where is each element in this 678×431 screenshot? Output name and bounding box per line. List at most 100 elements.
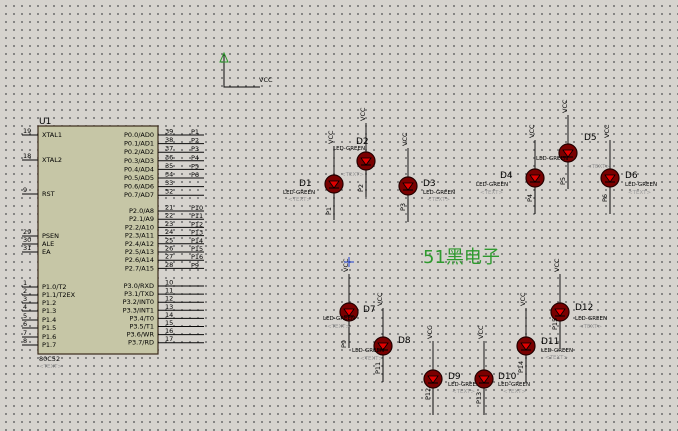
led-type-label: LED-GREEN: [541, 348, 573, 354]
led-vcc-label: VCC: [553, 258, 561, 272]
led-ref-label: D9: [448, 372, 461, 382]
chip-pin-name: P1.3: [42, 307, 56, 315]
led-text-tag: <TEXT>: [628, 190, 651, 196]
chip-pin-name: P1.2: [42, 299, 56, 307]
chip-pin-name: P0.7/AD7: [124, 191, 154, 199]
led-net-label: P5: [559, 177, 567, 185]
led-text-tag: <TEXT>: [579, 324, 602, 330]
led-vcc-label: VCC: [426, 325, 434, 339]
chip-pin-name: P2.0/A8: [129, 207, 154, 215]
net-label: P13: [191, 229, 203, 237]
chip-body[interactable]: [37, 125, 159, 355]
led-diode-icon: [343, 308, 355, 317]
led-diode-icon: [604, 174, 616, 183]
led-net-label: P11: [374, 362, 382, 374]
led-vcc-label: VCC: [401, 132, 409, 146]
net-label: P11: [191, 212, 203, 220]
chip-pin-name: P0.2/AD2: [124, 148, 154, 156]
led-ref-label: D3: [423, 179, 436, 189]
net-label: P1: [191, 128, 199, 136]
chip-pin-number: 2: [23, 287, 27, 295]
chip-pin-name: P1.0/T2: [42, 283, 67, 291]
led-diode-icon: [427, 375, 439, 384]
chip-pin-number: 26: [165, 245, 173, 253]
chip-pin-name: XTAL2: [42, 156, 62, 164]
net-label: P10: [191, 204, 203, 212]
led-type-label: LED-GREEN: [448, 382, 480, 388]
chip-pin-number: 33: [165, 179, 173, 187]
led-type-label: LED-GREEN: [283, 190, 315, 196]
chip-pin-number: 27: [165, 253, 173, 261]
watermark-text: 51黑电子: [423, 247, 500, 268]
led-diode-icon: [402, 182, 414, 191]
chip-pin-name: P2.3/A11: [125, 232, 154, 240]
chip-pin-name: P2.4/A12: [125, 240, 154, 248]
led-type-label: LED-GREEN: [575, 316, 607, 322]
chip-pin-number: 39: [165, 128, 173, 136]
chip-pin-name: P1.5: [42, 324, 56, 332]
led-type-label: LED-GREEN: [352, 348, 384, 354]
chip-pin-number: 23: [165, 220, 173, 228]
led-diode-icon: [554, 308, 566, 317]
led-net-label: P13: [475, 392, 483, 404]
chip-pin-name: P2.2/A10: [125, 223, 154, 231]
chip-pin-name: P1.6: [42, 333, 56, 341]
led-net-label: P12: [424, 388, 432, 400]
chip-pin-number: 16: [165, 327, 173, 335]
led-ref-label: D1: [299, 179, 312, 189]
led-ref-label: D8: [398, 336, 411, 346]
chip-pin-number: 12: [165, 295, 173, 303]
chip-pin-number: 32: [165, 188, 173, 196]
chip-pin-number: 10: [165, 279, 173, 287]
led-net-label: P2: [357, 184, 365, 192]
chip-pin-number: 31: [23, 244, 31, 252]
led-ref-label: D11: [541, 337, 559, 347]
vcc-reference-symbol[interactable]: VCC: [219, 51, 273, 88]
led-text-tag: <TEXT>: [341, 172, 364, 178]
led-type-label: LED-GREEN: [323, 316, 355, 322]
chip-pin-name: P0.4/AD4: [124, 165, 154, 173]
chip-pin-name: P2.6/A14: [125, 256, 154, 264]
led-ref-label: D6: [625, 171, 638, 181]
net-label: P12: [191, 220, 203, 228]
led-vcc-label: VCC: [603, 124, 611, 138]
chip-pin-number: 9: [23, 186, 27, 194]
led-type-label: LED-GREEN: [333, 146, 365, 152]
led-diode-icon: [328, 180, 340, 189]
vcc-reference-label: VCC: [259, 76, 273, 84]
led-diode-icon: [562, 149, 574, 158]
led-net-label: P6: [601, 194, 609, 202]
led-vcc-label: VCC: [342, 258, 350, 272]
net-label: P14: [191, 237, 203, 245]
chip-pin-name: PSEN: [42, 232, 59, 240]
net-label: P9: [191, 261, 199, 269]
chip-pin-number: 18: [23, 152, 31, 160]
chip-pin-name: P3.7/RD: [128, 339, 154, 347]
led-vcc-label: VCC: [561, 99, 569, 113]
chip-pin-number: 22: [165, 212, 173, 220]
chip-pin-name: P1.1/T2EX: [42, 291, 76, 299]
chip-pin-name: XTAL1: [42, 131, 62, 139]
led-vcc-label: VCC: [376, 292, 384, 306]
led-net-label: P3: [399, 203, 407, 211]
net-label: P16: [191, 253, 203, 261]
chip-pin-number: 35: [165, 162, 173, 170]
led-text-tag: <TEXT>: [427, 197, 450, 203]
chip-pin-number: 34: [165, 171, 173, 179]
chip-pin-number: 8: [23, 337, 27, 345]
